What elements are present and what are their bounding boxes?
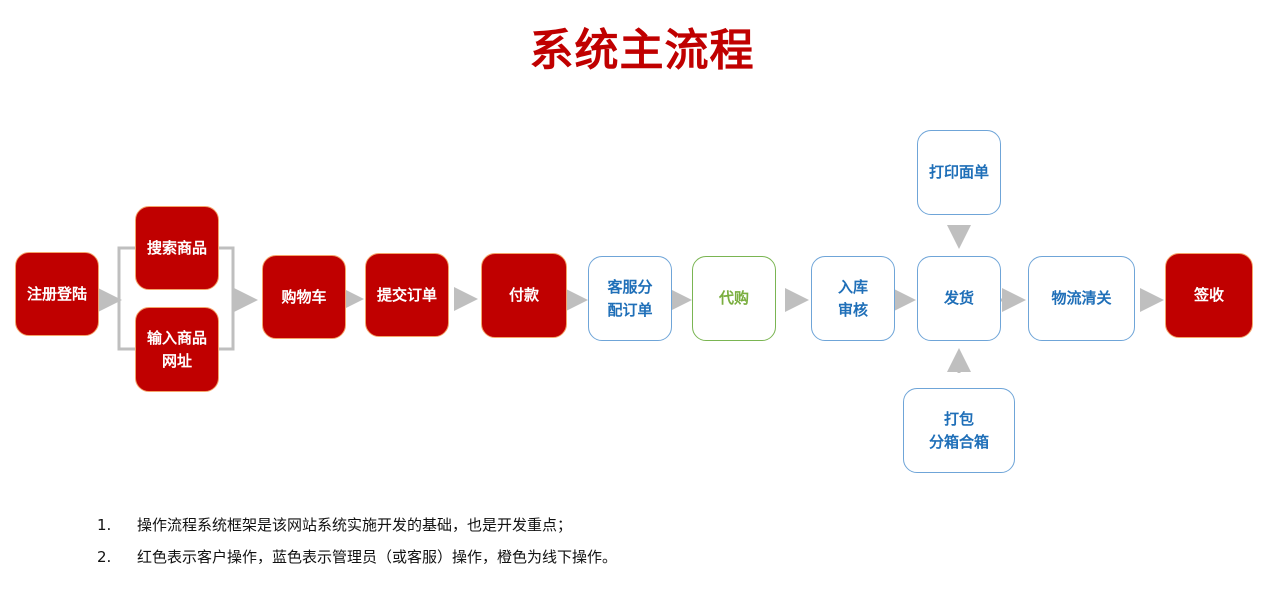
node-logistics: 物流清关 [1028, 256, 1135, 341]
note-item: 1. 操作流程系统框架是该网站系统实施开发的基础，也是开发重点； [97, 514, 617, 546]
node-pack: 打包 分箱合箱 [903, 388, 1015, 473]
node-input-url: 输入商品 网址 [135, 307, 219, 392]
node-print-label: 打印面单 [917, 130, 1001, 215]
bracket-left [117, 246, 135, 351]
note-text: 红色表示客户操作，蓝色表示管理员（或客服）操作，橙色为线下操作。 [137, 548, 618, 566]
node-cart: 购物车 [262, 255, 346, 339]
note-number: 2. [97, 548, 112, 566]
page-title: 系统主流程 [529, 25, 755, 76]
node-ship: 发货 [917, 256, 1001, 341]
note-text: 操作流程系统框架是该网站系统实施开发的基础，也是开发重点； [137, 516, 573, 534]
node-receive: 签收 [1165, 253, 1253, 338]
node-submit-order: 提交订单 [365, 253, 449, 337]
note-item: 2. 红色表示客户操作，蓝色表示管理员（或客服）操作，橙色为线下操作。 [97, 546, 617, 578]
node-pay: 付款 [481, 253, 567, 338]
node-assign-order: 客服分 配订单 [588, 256, 672, 341]
node-proxy-buy: 代购 [692, 256, 776, 341]
node-warehouse-check: 入库 审核 [811, 256, 895, 341]
note-number: 1. [97, 516, 112, 534]
bracket-right [219, 246, 235, 351]
node-search: 搜索商品 [135, 206, 219, 290]
notes-list: 1. 操作流程系统框架是该网站系统实施开发的基础，也是开发重点； 2. 红色表示… [97, 514, 617, 578]
node-register: 注册登陆 [15, 252, 99, 336]
